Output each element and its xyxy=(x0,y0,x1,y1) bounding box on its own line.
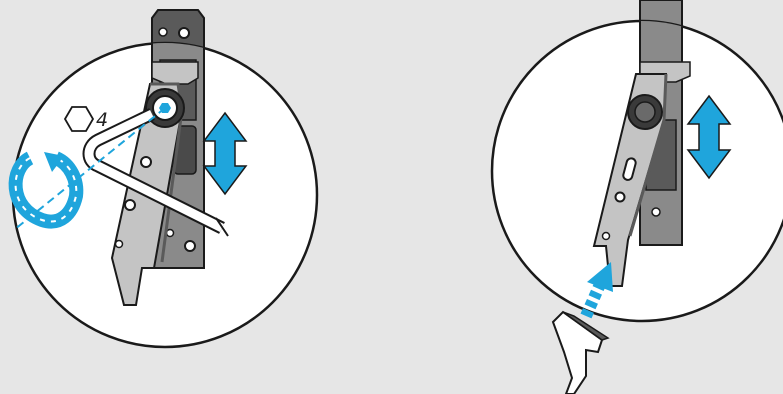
allen-key xyxy=(82,108,229,237)
rotate-arrow-icon xyxy=(8,151,84,229)
hex-key-size-icon xyxy=(63,106,95,132)
adjustment-screw-right xyxy=(627,94,663,130)
right-detail-panel xyxy=(490,0,783,394)
left-detail-panel: 4 xyxy=(8,9,319,349)
screw-axis-line xyxy=(13,107,166,231)
tool-size-label: 4 xyxy=(96,109,108,131)
cover-cap-part xyxy=(551,310,610,394)
vertical-adjust-arrow-icon xyxy=(686,94,732,180)
vertical-adjust-arrow-icon xyxy=(202,111,248,196)
insert-arrow-icon xyxy=(580,262,613,319)
